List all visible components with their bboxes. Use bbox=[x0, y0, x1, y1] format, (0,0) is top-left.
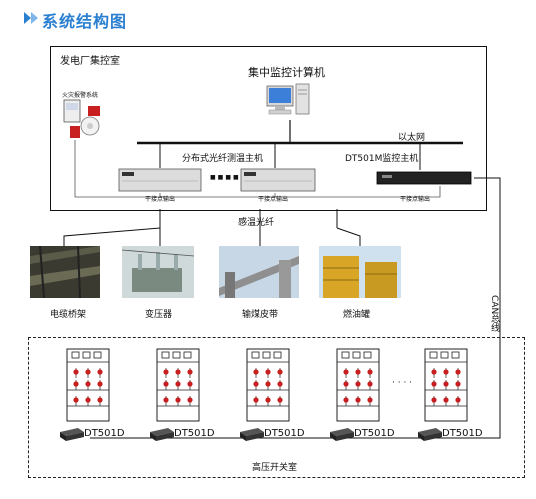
fiber-host-unit-2 bbox=[240, 168, 316, 192]
dt501m-label: DT501M监控主机 bbox=[345, 154, 419, 164]
switch-cabinet bbox=[424, 348, 468, 422]
dt501d-device-icon bbox=[330, 428, 354, 441]
switch-cabinet bbox=[246, 348, 290, 422]
switch-cabinet bbox=[156, 348, 200, 422]
dt501d-device-icon bbox=[60, 428, 84, 441]
fire-alarm-label: 火灾报警系统 bbox=[62, 92, 99, 99]
dt501d-label: DT501D bbox=[354, 428, 395, 439]
fiber-host-label: 分布式光纤测温主机 bbox=[182, 154, 264, 164]
dt501d-label: DT501D bbox=[84, 428, 125, 439]
site-label-coal-conveyor: 输煤皮带 bbox=[242, 310, 279, 320]
fire-alarm-icon bbox=[63, 99, 100, 138]
sensing-fiber-label: 感温光纤 bbox=[238, 218, 275, 228]
control-room-label: 发电厂集控室 bbox=[60, 56, 120, 67]
dry-contact-label-2: 干接点输出 bbox=[258, 196, 289, 203]
dt501m-unit bbox=[376, 171, 472, 185]
switch-room-frame bbox=[28, 337, 525, 478]
switch-ellipsis: · · · · bbox=[392, 378, 413, 388]
site-label-oil-tank: 燃油罐 bbox=[343, 310, 371, 320]
dry-contact-label-1: 干接点输出 bbox=[145, 196, 176, 203]
cable-tray-photo bbox=[30, 246, 100, 298]
dt501d-label: DT501D bbox=[174, 428, 215, 439]
dry-contact-label-3: 干接点输出 bbox=[400, 196, 431, 203]
coal-conveyor-photo bbox=[219, 246, 299, 298]
site-label-cable-tray: 电缆桥架 bbox=[50, 310, 87, 320]
switch-cabinet bbox=[66, 348, 110, 422]
site-label-transformer: 变压器 bbox=[145, 310, 173, 320]
fiber-host-unit-1 bbox=[118, 168, 202, 192]
oil-tank-photo bbox=[319, 246, 401, 298]
title-arrow-icon bbox=[24, 12, 38, 24]
host-ellipsis: ■■■■ bbox=[210, 174, 241, 181]
transformer-photo bbox=[122, 246, 194, 298]
computer-label: 集中监控计算机 bbox=[248, 66, 325, 79]
dt501d-device-icon bbox=[418, 428, 442, 441]
control-room-frame bbox=[50, 46, 487, 211]
dt501d-device-icon bbox=[240, 428, 264, 441]
switch-room-label: 高压开关室 bbox=[252, 463, 298, 473]
dt501d-device-icon bbox=[150, 428, 174, 441]
dt501d-label: DT501D bbox=[264, 428, 305, 439]
can-bus-label: CAN总线 bbox=[489, 295, 499, 333]
computer-icon bbox=[266, 83, 310, 115]
switch-cabinet bbox=[336, 348, 380, 422]
dt501d-label: DT501D bbox=[442, 428, 483, 439]
ethernet-label: 以太网 bbox=[398, 133, 426, 143]
page-title: 系统结构图 bbox=[42, 12, 128, 31]
